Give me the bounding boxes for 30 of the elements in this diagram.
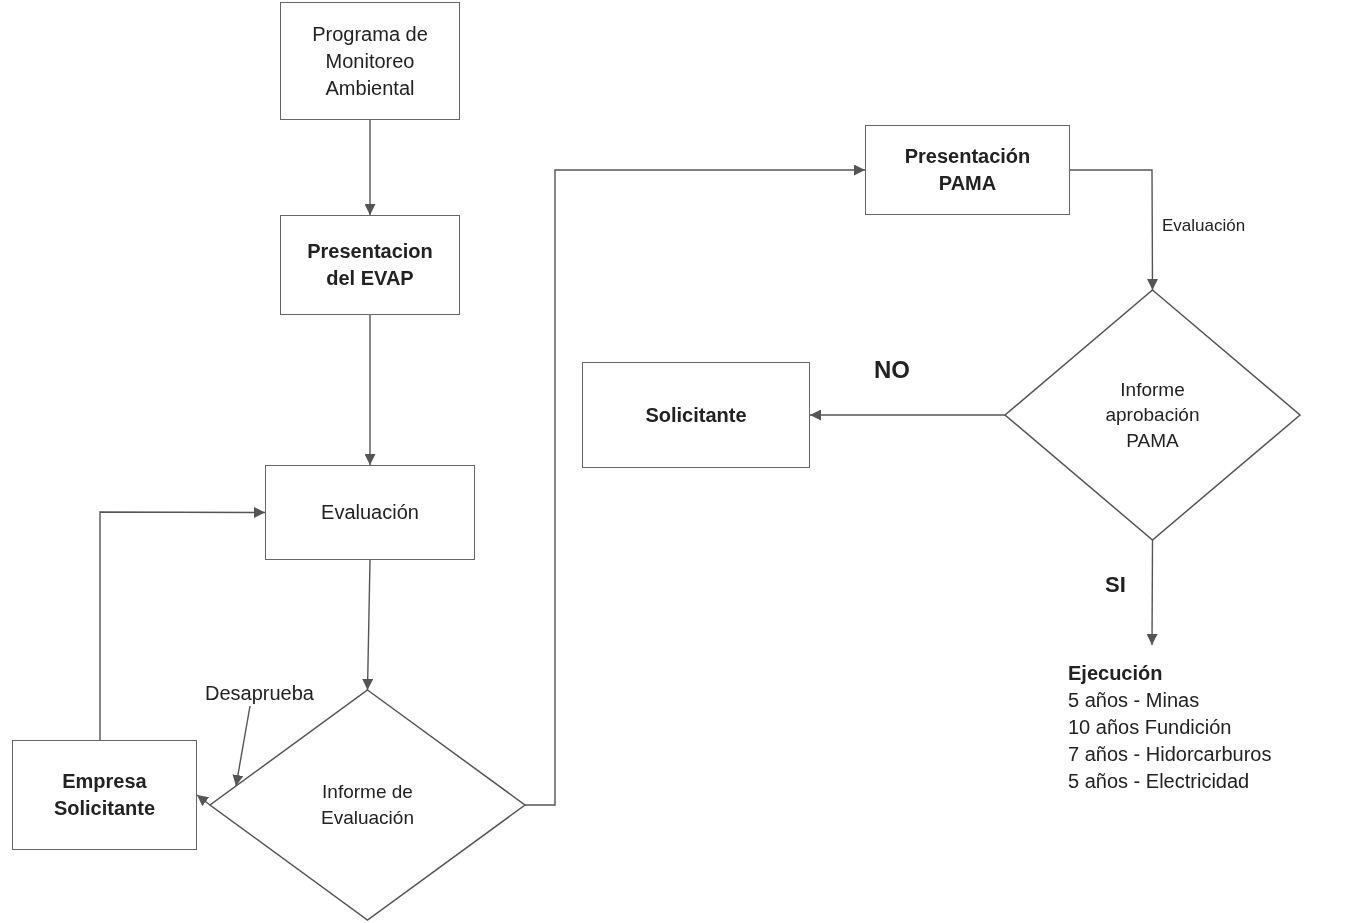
- process-box: [280, 2, 460, 120]
- note-text: 5 años - Electricidad: [1068, 769, 1250, 794]
- process-box: [280, 215, 460, 315]
- arrow: [232, 705, 251, 787]
- process-box: [865, 125, 1070, 215]
- arrow: [524, 164, 866, 806]
- arrow: [99, 506, 266, 741]
- node-label: Empresa Solicitante: [52, 769, 157, 821]
- node-label: Evaluación: [321, 500, 419, 525]
- arrow: [364, 314, 376, 466]
- note-text: 5 años - Minas: [1068, 688, 1200, 713]
- arrow: [809, 409, 1006, 421]
- note-text: Desaprueba: [205, 680, 314, 706]
- note-text: 7 años - Hidorcarburos: [1068, 742, 1272, 767]
- arrow: [1069, 169, 1158, 291]
- arrow: [196, 794, 211, 807]
- process-box: [265, 465, 475, 560]
- node-label: Informe de Evaluación: [320, 780, 415, 830]
- arrow: [364, 119, 376, 216]
- process-box: [12, 740, 197, 850]
- node-label: Programa de Monitoreo Ambiental: [311, 21, 429, 101]
- node-label: Presentación PAMA: [903, 144, 1032, 196]
- arrow: [1146, 539, 1158, 646]
- node-label: Presentacion del EVAP: [306, 239, 434, 291]
- note-text: 10 años Fundición: [1068, 715, 1232, 740]
- node-label: Solicitante: [645, 402, 747, 428]
- node-label: Informe aprobación PAMA: [1104, 377, 1201, 453]
- process-box: [582, 362, 810, 468]
- note-heading: Ejecución: [1068, 661, 1163, 686]
- arrow: [362, 559, 374, 691]
